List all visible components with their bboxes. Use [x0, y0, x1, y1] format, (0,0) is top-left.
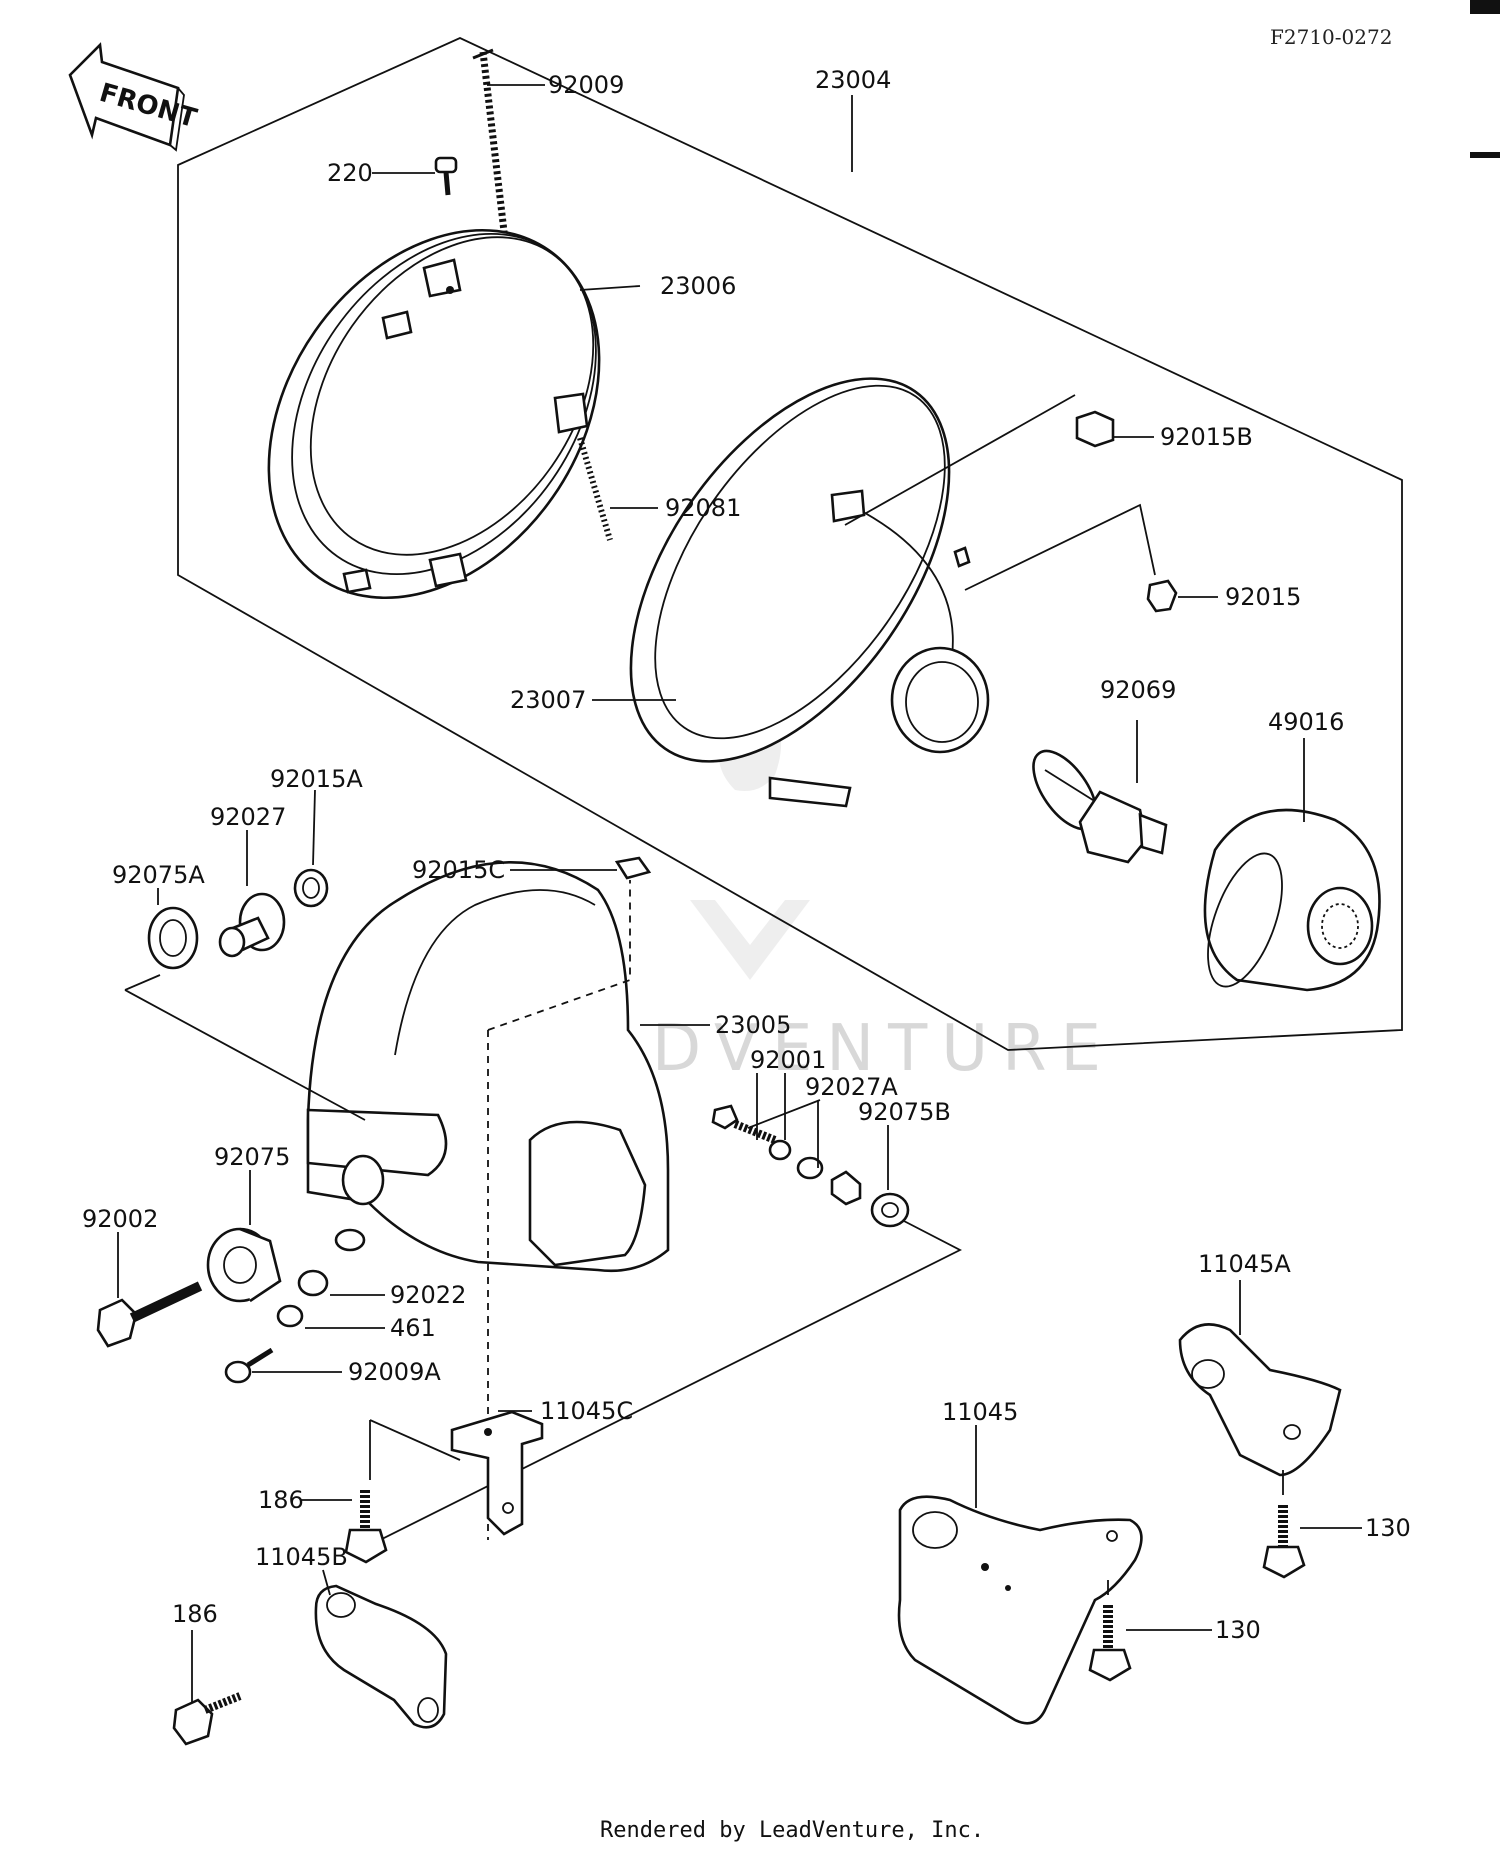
reflector-23007 [629, 377, 990, 808]
label-11045C: 11045C [540, 1397, 633, 1425]
screw-92009A [224, 1347, 274, 1384]
label-23006: 23006 [660, 272, 736, 300]
front-arrow: FRONT [68, 42, 200, 152]
assembly-line [124, 974, 161, 991]
clip-92015C [614, 856, 652, 880]
bolt-92001 [711, 1104, 777, 1144]
label-461: 461 [390, 1314, 436, 1342]
corner-mark [1470, 152, 1500, 158]
label-92009: 92009 [548, 71, 624, 99]
diagram-code: F2710-0272 [1270, 25, 1392, 49]
label-92015B: 92015B [1160, 423, 1253, 451]
label-130-upper: 130 [1365, 1514, 1411, 1542]
nut-92015B [1075, 410, 1115, 448]
label-92002: 92002 [82, 1205, 158, 1233]
screw-220 [434, 156, 458, 196]
bolt-130-upper [1262, 1505, 1306, 1579]
label-186-lower: 186 [172, 1600, 218, 1628]
label-92027: 92027 [210, 803, 286, 831]
cover-49016 [1203, 808, 1381, 992]
label-49016: 49016 [1268, 708, 1344, 736]
adjust-line [964, 503, 1156, 591]
label-92075: 92075 [214, 1143, 290, 1171]
rim-23006 [267, 228, 601, 600]
part-labels: 92009 23004 220 23006 92015B 92081 92015… [82, 66, 1411, 1644]
collar-92027 [218, 892, 286, 958]
label-92015A: 92015A [270, 765, 363, 793]
collar-92027A [830, 1170, 862, 1206]
housing-23005 [306, 861, 670, 1540]
assembly-outline-23004 [177, 37, 1403, 1051]
bracket-11045B [314, 1584, 448, 1729]
bolt-186-lower [172, 1692, 242, 1746]
clip-92015 [1146, 579, 1178, 613]
bolt-92002 [96, 1281, 203, 1348]
label-92075B: 92075B [858, 1098, 951, 1126]
label-92069: 92069 [1100, 676, 1176, 704]
corner-mark [1470, 0, 1500, 14]
label-11045B: 11045B [255, 1543, 348, 1571]
label-11045A: 11045A [1198, 1250, 1291, 1278]
label-92081: 92081 [665, 494, 741, 522]
label-130-lower: 130 [1215, 1616, 1261, 1644]
assembly-line [369, 1419, 461, 1461]
collar-92022 [297, 1269, 329, 1297]
label-23004: 23004 [815, 66, 891, 94]
bracket-11045C [450, 1410, 544, 1536]
bolt-186-upper [344, 1490, 388, 1564]
spring-92081 [577, 437, 613, 541]
label-11045: 11045 [942, 1398, 1018, 1426]
label-92009A: 92009A [348, 1358, 441, 1386]
leader-lines [117, 84, 1362, 1702]
label-186-upper: 186 [258, 1486, 304, 1514]
grommet-92075 [206, 1227, 282, 1303]
assembly-line [379, 1219, 962, 1541]
washer [796, 1156, 824, 1180]
bracket-11045 [897, 1495, 1143, 1725]
bracket-11045A [1178, 1323, 1342, 1477]
label-92075A: 92075A [112, 861, 205, 889]
label-92015C: 92015C [412, 856, 505, 884]
bulb-92069 [1032, 749, 1168, 864]
label-23007: 23007 [510, 686, 586, 714]
nut-92015A [293, 868, 329, 908]
screw-92009 [472, 48, 509, 241]
adjust-line [844, 394, 1076, 526]
washer-461 [276, 1304, 304, 1328]
label-92001: 92001 [750, 1046, 826, 1074]
assembly-line [124, 989, 366, 1121]
label-220: 220 [327, 159, 373, 187]
label-23005: 23005 [715, 1011, 791, 1039]
label-92022: 92022 [390, 1281, 466, 1309]
grommet-92075B [870, 1192, 910, 1228]
bolt-130-lower [1088, 1605, 1132, 1682]
footer-credit: Rendered by LeadVenture, Inc. [600, 1818, 984, 1843]
label-92015: 92015 [1225, 583, 1301, 611]
grommet-92075A [147, 906, 199, 970]
washer [768, 1139, 792, 1161]
assembly-line [747, 1099, 821, 1129]
label-92027A: 92027A [805, 1073, 898, 1101]
